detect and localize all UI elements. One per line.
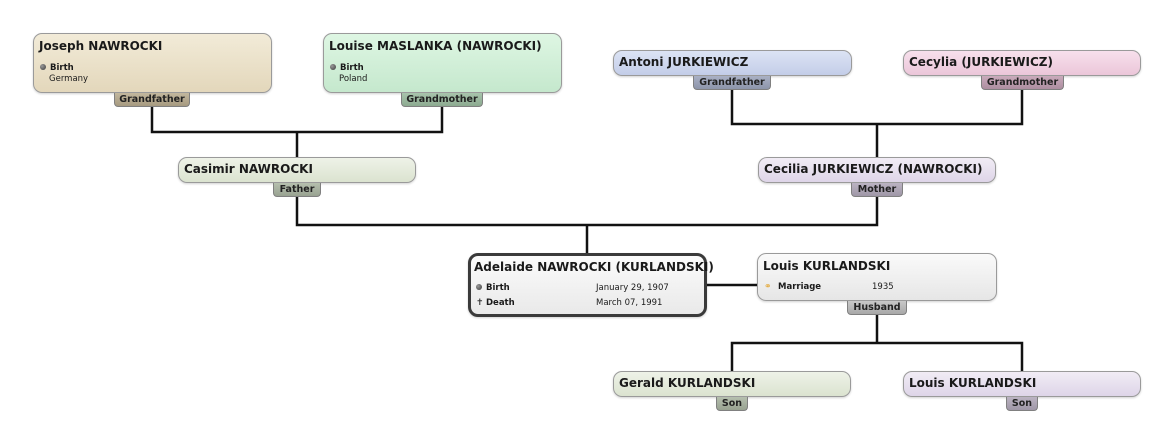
death-date: March 07, 1991 — [596, 298, 663, 308]
event-label: Birth — [340, 63, 364, 73]
event-label: Birth — [486, 283, 510, 293]
person-card-louis-kurlandski-husband[interactable]: Louis KURLANDSKI ⚭ Marriage 1935 — [757, 253, 997, 301]
wedding-rings-icon: ⚭ — [764, 282, 772, 292]
person-card-louise-maslanka[interactable]: Louise MASLANKA (NAWROCKI) Birth Poland — [323, 33, 562, 93]
role-badge-grandfather: Grandfather — [693, 76, 771, 90]
birth-event: Birth January 29, 1907 — [476, 283, 669, 293]
person-card-cecilia-jurkiewicz[interactable]: Cecilia JURKIEWICZ (NAWROCKI) — [758, 157, 996, 183]
person-name: Joseph NAWROCKI — [39, 39, 163, 53]
role-badge-grandmother: Grandmother — [981, 76, 1064, 90]
marriage-event: ⚭ Marriage 1935 — [764, 282, 894, 292]
birth-icon — [40, 64, 46, 70]
person-card-antoni-jurkiewicz[interactable]: Antoni JURKIEWICZ — [613, 50, 852, 76]
person-card-casimir-nawrocki[interactable]: Casimir NAWROCKI — [178, 157, 416, 183]
person-name: Louise MASLANKA (NAWROCKI) — [329, 39, 542, 53]
role-badge-son: Son — [716, 397, 748, 411]
person-name: Casimir NAWROCKI — [184, 162, 313, 176]
person-card-louis-kurlandski-son[interactable]: Louis KURLANDSKI — [903, 371, 1141, 397]
role-badge-mother: Mother — [851, 183, 903, 197]
birth-icon — [476, 284, 482, 290]
marriage-year: 1935 — [872, 282, 894, 292]
person-name: Louis KURLANDSKI — [763, 259, 891, 273]
event-label: Marriage — [778, 282, 822, 292]
birth-place: Germany — [49, 74, 89, 84]
person-name: Cecylia (JURKIEWICZ) — [909, 55, 1053, 69]
birth-date: January 29, 1907 — [596, 283, 669, 293]
connector-paternal-grandparents — [150, 107, 444, 134]
cross-icon: ✝ — [476, 298, 484, 308]
event-label: Birth — [50, 63, 74, 73]
event-label: Death — [486, 298, 515, 308]
person-card-cecylia-jurkiewicz[interactable]: Cecylia (JURKIEWICZ) — [903, 50, 1141, 76]
connector-maternal-grandparents — [730, 90, 1024, 126]
person-name: Antoni JURKIEWICZ — [619, 55, 749, 69]
person-name: Adelaide NAWROCKI (KURLANDSKI) — [474, 260, 714, 274]
birth-place: Poland — [339, 74, 368, 84]
person-name: Cecilia JURKIEWICZ (NAWROCKI) — [764, 162, 983, 176]
connector-parents — [295, 197, 879, 227]
role-badge-son: Son — [1006, 397, 1038, 411]
birth-event: Birth — [330, 63, 364, 73]
role-badge-father: Father — [273, 183, 321, 197]
birth-icon — [330, 64, 336, 70]
person-name: Gerald KURLANDSKI — [619, 376, 756, 390]
role-badge-grandfather: Grandfather — [114, 93, 190, 107]
person-card-adelaide-nawrocki-focus[interactable]: Adelaide NAWROCKI (KURLANDSKI) Birth Jan… — [468, 253, 714, 317]
role-badge-husband: Husband — [847, 301, 907, 315]
connector-children — [730, 341, 1024, 371]
death-event: ✝Death March 07, 1991 — [476, 298, 662, 308]
person-card-gerald-kurlandski[interactable]: Gerald KURLANDSKI — [613, 371, 851, 397]
person-name: Louis KURLANDSKI — [909, 376, 1037, 390]
role-badge-grandmother: Grandmother — [401, 93, 483, 107]
person-card-joseph-nawrocki[interactable]: Joseph NAWROCKI Birth Germany — [33, 33, 272, 93]
birth-event: Birth — [40, 63, 74, 73]
